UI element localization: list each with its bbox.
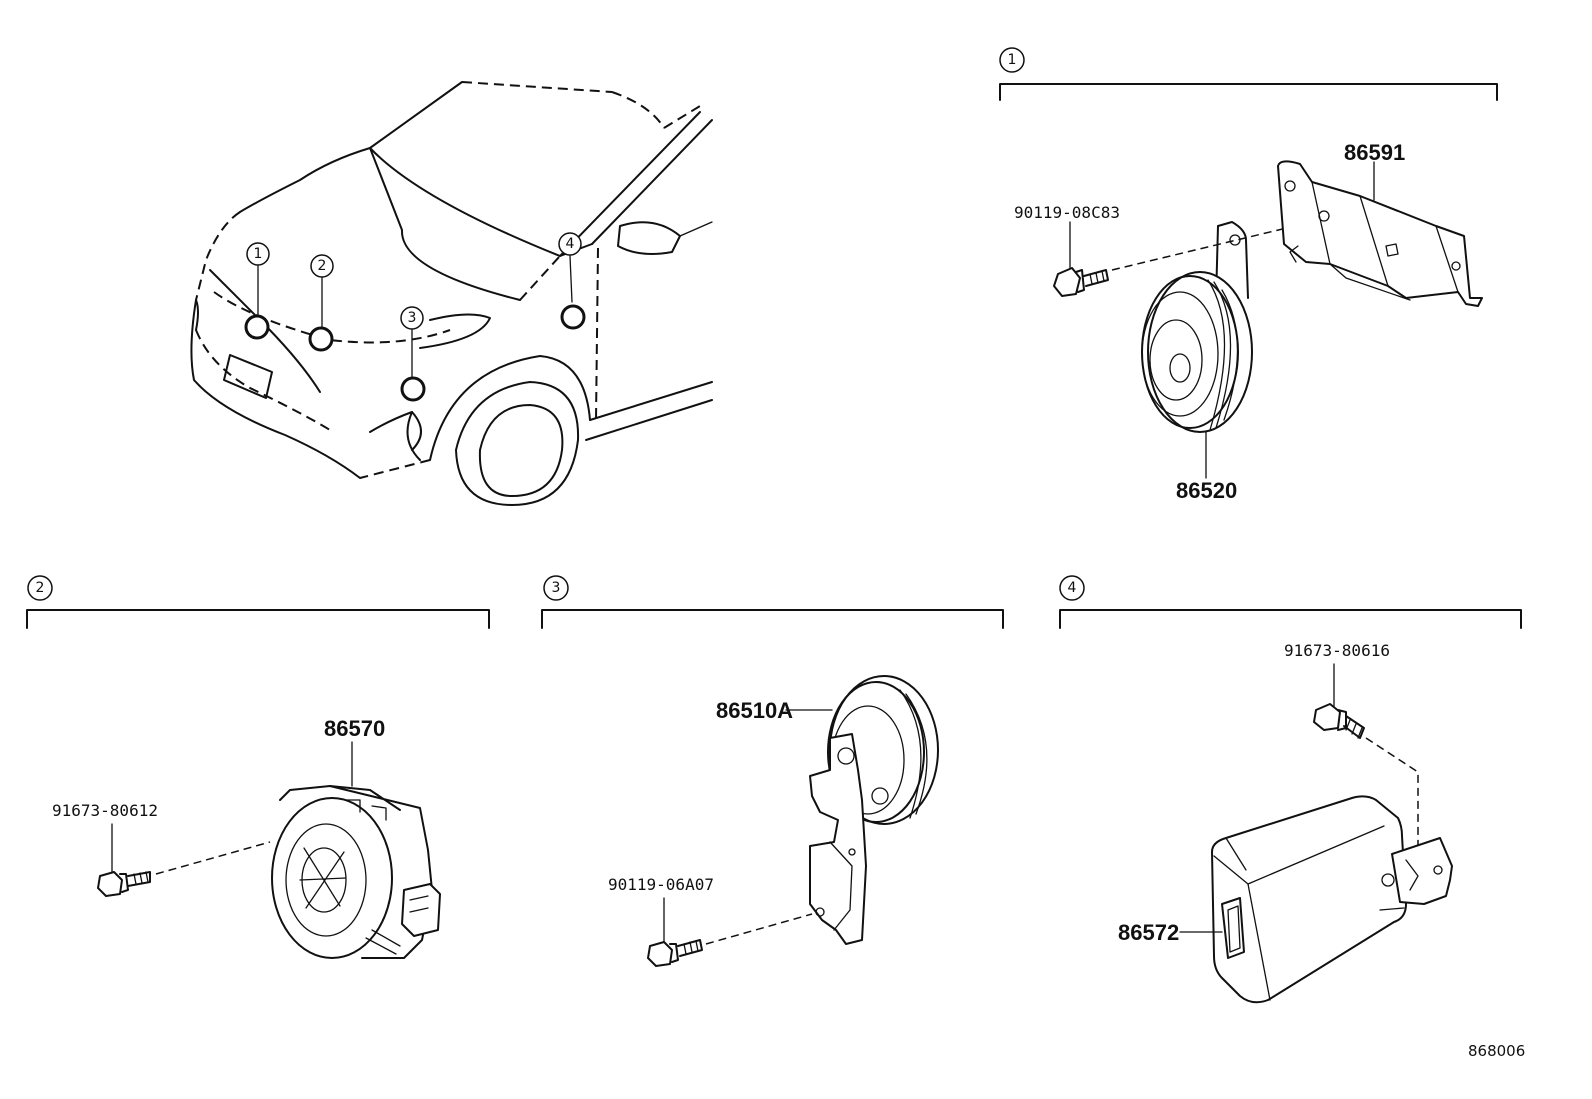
- car-overview-illustration: 1 2 3 4: [190, 81, 713, 506]
- bolt-icon: [97, 871, 151, 897]
- bolt-icon: [647, 939, 703, 967]
- section-2-bracket-line: [26, 609, 490, 629]
- horn-icon: [1141, 221, 1253, 433]
- mount-point-marker: [560, 304, 586, 330]
- overview-callout-3: 3: [408, 310, 417, 326]
- mount-point-marker: [308, 326, 334, 352]
- section-2-group: 2 91673-80612 86570: [26, 575, 490, 959]
- part-label-86591: 86591: [1344, 140, 1405, 165]
- section-1-bracket-line: [999, 83, 1498, 101]
- part-label-90119-08C83: 90119-08C83: [1014, 203, 1120, 222]
- section-3-number: 3: [552, 580, 561, 596]
- mount-point-marker: [400, 376, 426, 402]
- horn-assembly-icon: [271, 785, 441, 959]
- part-label-91673-80612: 91673-80612: [52, 801, 158, 820]
- overview-callout-1: 1: [254, 246, 263, 262]
- section-4-group: 4 91673-80616 86572: [1059, 575, 1522, 1004]
- part-label-90119-06A07: 90119-06A07: [608, 875, 714, 894]
- bolt-icon: [1053, 267, 1109, 297]
- bracket-icon: [1277, 160, 1483, 307]
- section-3-group: 3 86510A 90119-06A07: [541, 575, 1004, 967]
- bolt-icon: [1313, 703, 1365, 739]
- part-label-86572: 86572: [1118, 920, 1179, 945]
- section-4-number: 4: [1068, 580, 1077, 596]
- section-3-bracket-line: [541, 609, 1004, 629]
- part-label-91673-80616: 91673-80616: [1284, 641, 1390, 660]
- overview-callout-2: 2: [318, 258, 327, 274]
- part-label-86510A: 86510A: [716, 698, 793, 723]
- section-2-number: 2: [36, 580, 45, 596]
- part-label-86520: 86520: [1176, 478, 1237, 503]
- horn-icon: [809, 675, 939, 945]
- diagram-code: 868006: [1468, 1042, 1525, 1060]
- section-1-group: 1 90119-08C83 86520: [999, 47, 1498, 503]
- part-label-86570: 86570: [324, 716, 385, 741]
- mount-point-marker: [244, 314, 270, 340]
- section-4-bracket-line: [1059, 609, 1522, 629]
- overview-callout-4: 4: [566, 236, 575, 252]
- section-1-number: 1: [1008, 52, 1017, 68]
- control-module-icon: [1211, 795, 1453, 1004]
